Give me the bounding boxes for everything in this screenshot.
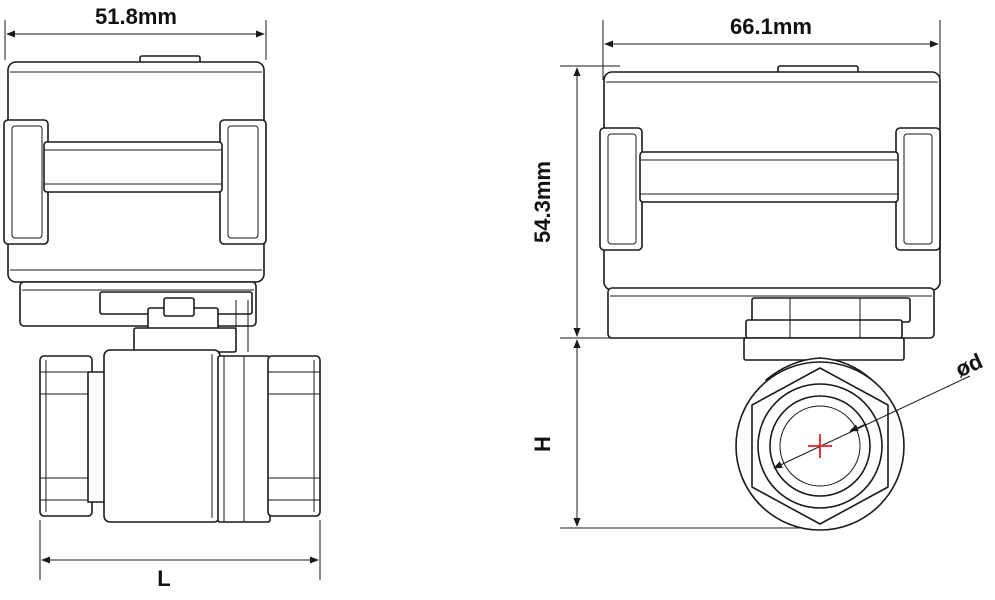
front-valve-body (39, 349, 321, 523)
front-actuator-housing (3, 55, 267, 327)
front-coupling (99, 291, 253, 353)
side-width-label: 66.1mm (730, 14, 812, 39)
front-view: 51.8mm (3, 4, 321, 591)
side-bottom-height-label: H (530, 436, 555, 452)
front-width-dimension: 51.8mm (4, 4, 267, 60)
side-bottom-height-dimension: H (530, 339, 820, 529)
side-view: 66.1mm 54.3mm H (530, 14, 987, 531)
side-height-label: 54.3mm (530, 161, 555, 243)
front-length-label: L (157, 566, 170, 591)
front-width-label: 51.8mm (95, 4, 177, 29)
side-valve-end: ød (735, 348, 987, 531)
center-mark (808, 434, 832, 458)
side-width-dimension: 66.1mm (602, 14, 941, 80)
side-coupling (743, 297, 911, 361)
front-length-dimension: L (39, 520, 321, 591)
side-diameter-label: ød (952, 348, 987, 382)
